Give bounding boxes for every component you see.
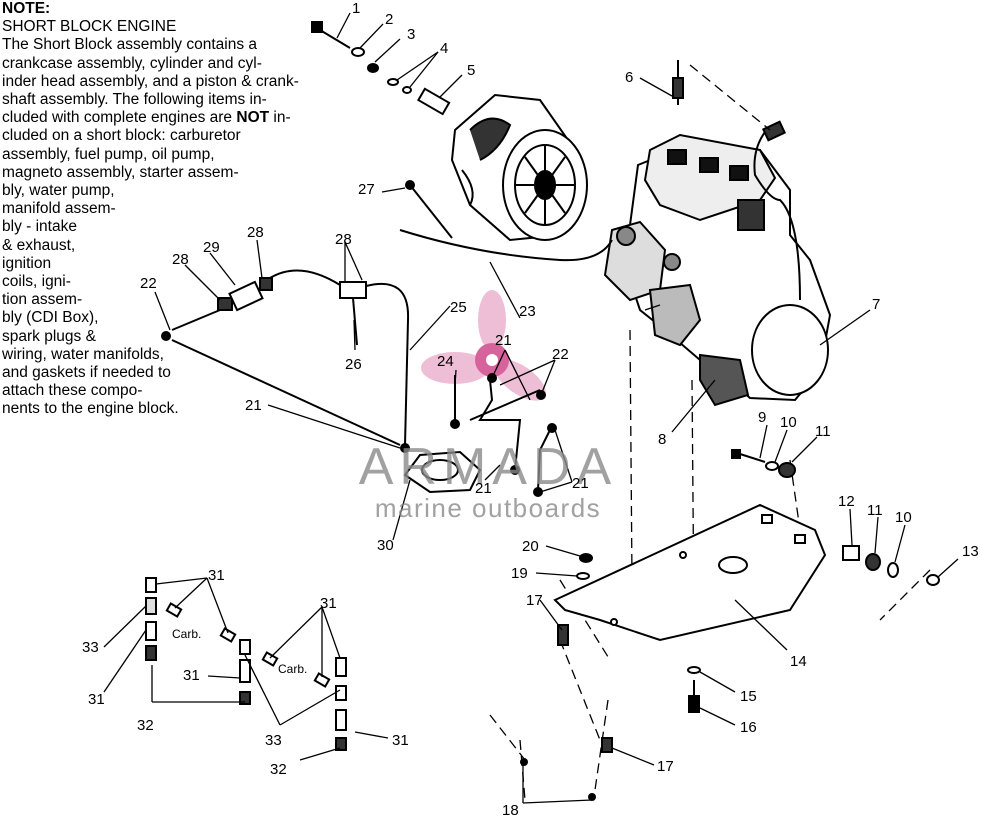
carb-label: Carb. bbox=[278, 662, 308, 676]
callout-label: 21 bbox=[475, 480, 492, 497]
callout-label: 15 bbox=[740, 688, 757, 705]
callout-label: 31 bbox=[392, 732, 409, 749]
callout-label: 21 bbox=[495, 332, 512, 349]
watermark-logo bbox=[421, 290, 546, 401]
callout-label: 31 bbox=[320, 595, 337, 612]
fittings bbox=[145, 577, 347, 751]
callout-label: 2 bbox=[385, 11, 394, 28]
callout-label: 11 bbox=[867, 502, 883, 519]
callout-label: 10 bbox=[780, 414, 797, 431]
short-block-note: NOTE: SHORT BLOCK ENGINE The Short Block… bbox=[2, 0, 299, 419]
callout-label: 19 bbox=[511, 565, 528, 582]
callout-label: 8 bbox=[658, 431, 667, 448]
watermark: ARMADA marine outboards bbox=[338, 440, 638, 522]
callout-label: 28 bbox=[335, 231, 352, 248]
note-line: crankcase assembly, cylinder and cyl- bbox=[2, 54, 262, 72]
callout-label: 1 bbox=[352, 0, 361, 17]
logo-hub-center bbox=[486, 354, 498, 366]
note-heading: NOTE: bbox=[2, 0, 51, 17]
note-line: manifold assem- bbox=[2, 200, 116, 218]
callout-label: 28 bbox=[247, 224, 264, 241]
note-line: bly (CDI Box), bbox=[2, 309, 99, 327]
callout-label: 24 bbox=[437, 353, 454, 370]
callout-label: 31 bbox=[183, 667, 200, 684]
callout-label: 9 bbox=[758, 409, 767, 426]
callout-label: 6 bbox=[625, 69, 634, 86]
note-line: wiring, water manifolds, bbox=[2, 345, 164, 363]
hardware bbox=[311, 21, 940, 801]
cables bbox=[399, 180, 613, 262]
callout-label: 32 bbox=[137, 717, 154, 734]
note-line: The Short Block assembly contains a bbox=[2, 36, 258, 54]
callout-label: 13 bbox=[962, 543, 979, 560]
note-line: magneto assembly, starter assem- bbox=[2, 163, 239, 181]
callout-label: 31 bbox=[88, 691, 105, 708]
callout-label: 27 bbox=[358, 181, 375, 198]
leader-lines bbox=[103, 12, 959, 804]
note-line: assembly, fuel pump, oil pump, bbox=[2, 145, 215, 163]
callout-label: 33 bbox=[265, 732, 282, 749]
note-line: nents to the engine block. bbox=[2, 400, 179, 418]
callout-label: 25 bbox=[450, 299, 467, 316]
callout-label: 31 bbox=[208, 567, 225, 584]
note-line: coils, igni- bbox=[2, 273, 71, 291]
callout-label: 18 bbox=[502, 802, 519, 818]
callout-label: 32 bbox=[270, 761, 287, 778]
callout-label: 14 bbox=[790, 653, 807, 670]
callout-label: 16 bbox=[740, 719, 757, 736]
callout-label: 22 bbox=[140, 275, 157, 292]
note-line: spark plugs & bbox=[2, 327, 96, 345]
note-line: bly - intake bbox=[2, 218, 77, 236]
recoil-starter bbox=[450, 93, 588, 242]
callout-label: 21 bbox=[572, 475, 589, 492]
mounting-plate bbox=[553, 503, 827, 642]
logo-blade-top bbox=[478, 290, 506, 350]
callout-label: 4 bbox=[440, 40, 449, 57]
callout-label: 23 bbox=[519, 303, 536, 320]
fuel-system bbox=[161, 269, 557, 497]
note-line: cluded with complete engines are NOT in- bbox=[2, 109, 291, 127]
note-line: ignition bbox=[2, 254, 52, 272]
logo-blade-left bbox=[421, 352, 489, 384]
spark-plug-wire bbox=[672, 60, 801, 301]
carb-label: Carb. bbox=[172, 627, 202, 641]
callout-label: 22 bbox=[552, 346, 569, 363]
callout-label: 28 bbox=[172, 251, 189, 268]
note-line: SHORT BLOCK ENGINE bbox=[2, 18, 177, 36]
note-line: & exhaust, bbox=[2, 236, 76, 254]
callout-label: 26 bbox=[345, 356, 362, 373]
note-line: inder head assembly, and a piston & cran… bbox=[2, 72, 299, 90]
callout-label: 29 bbox=[203, 239, 220, 256]
callout-label: 11 bbox=[815, 423, 831, 440]
callout-label: 20 bbox=[522, 538, 539, 555]
note-line: tion assem- bbox=[2, 291, 83, 309]
callout-label: 21 bbox=[245, 397, 262, 414]
watermark-brand: ARMADA bbox=[358, 438, 618, 496]
note-line: and gaskets if needed to bbox=[2, 364, 171, 382]
callout-label: 10 bbox=[895, 509, 912, 526]
engine-block bbox=[603, 133, 832, 407]
callout-label: 17 bbox=[657, 758, 674, 775]
callout-label: 30 bbox=[377, 537, 394, 554]
callout-label: 7 bbox=[872, 296, 881, 313]
callout-label: 5 bbox=[467, 62, 476, 79]
note-line: attach these compo- bbox=[2, 382, 143, 400]
callout-label: 3 bbox=[407, 26, 416, 43]
callout-label: 12 bbox=[838, 493, 855, 510]
watermark-tagline: marine outboards bbox=[374, 493, 602, 523]
note-line: bly, water pump, bbox=[2, 182, 115, 200]
callout-label: 33 bbox=[82, 639, 99, 656]
callout-label: 17 bbox=[526, 592, 543, 609]
note-line: shaft assembly. The following items in- bbox=[2, 91, 267, 109]
note-line: cluded on a short block: carburetor bbox=[2, 127, 241, 145]
